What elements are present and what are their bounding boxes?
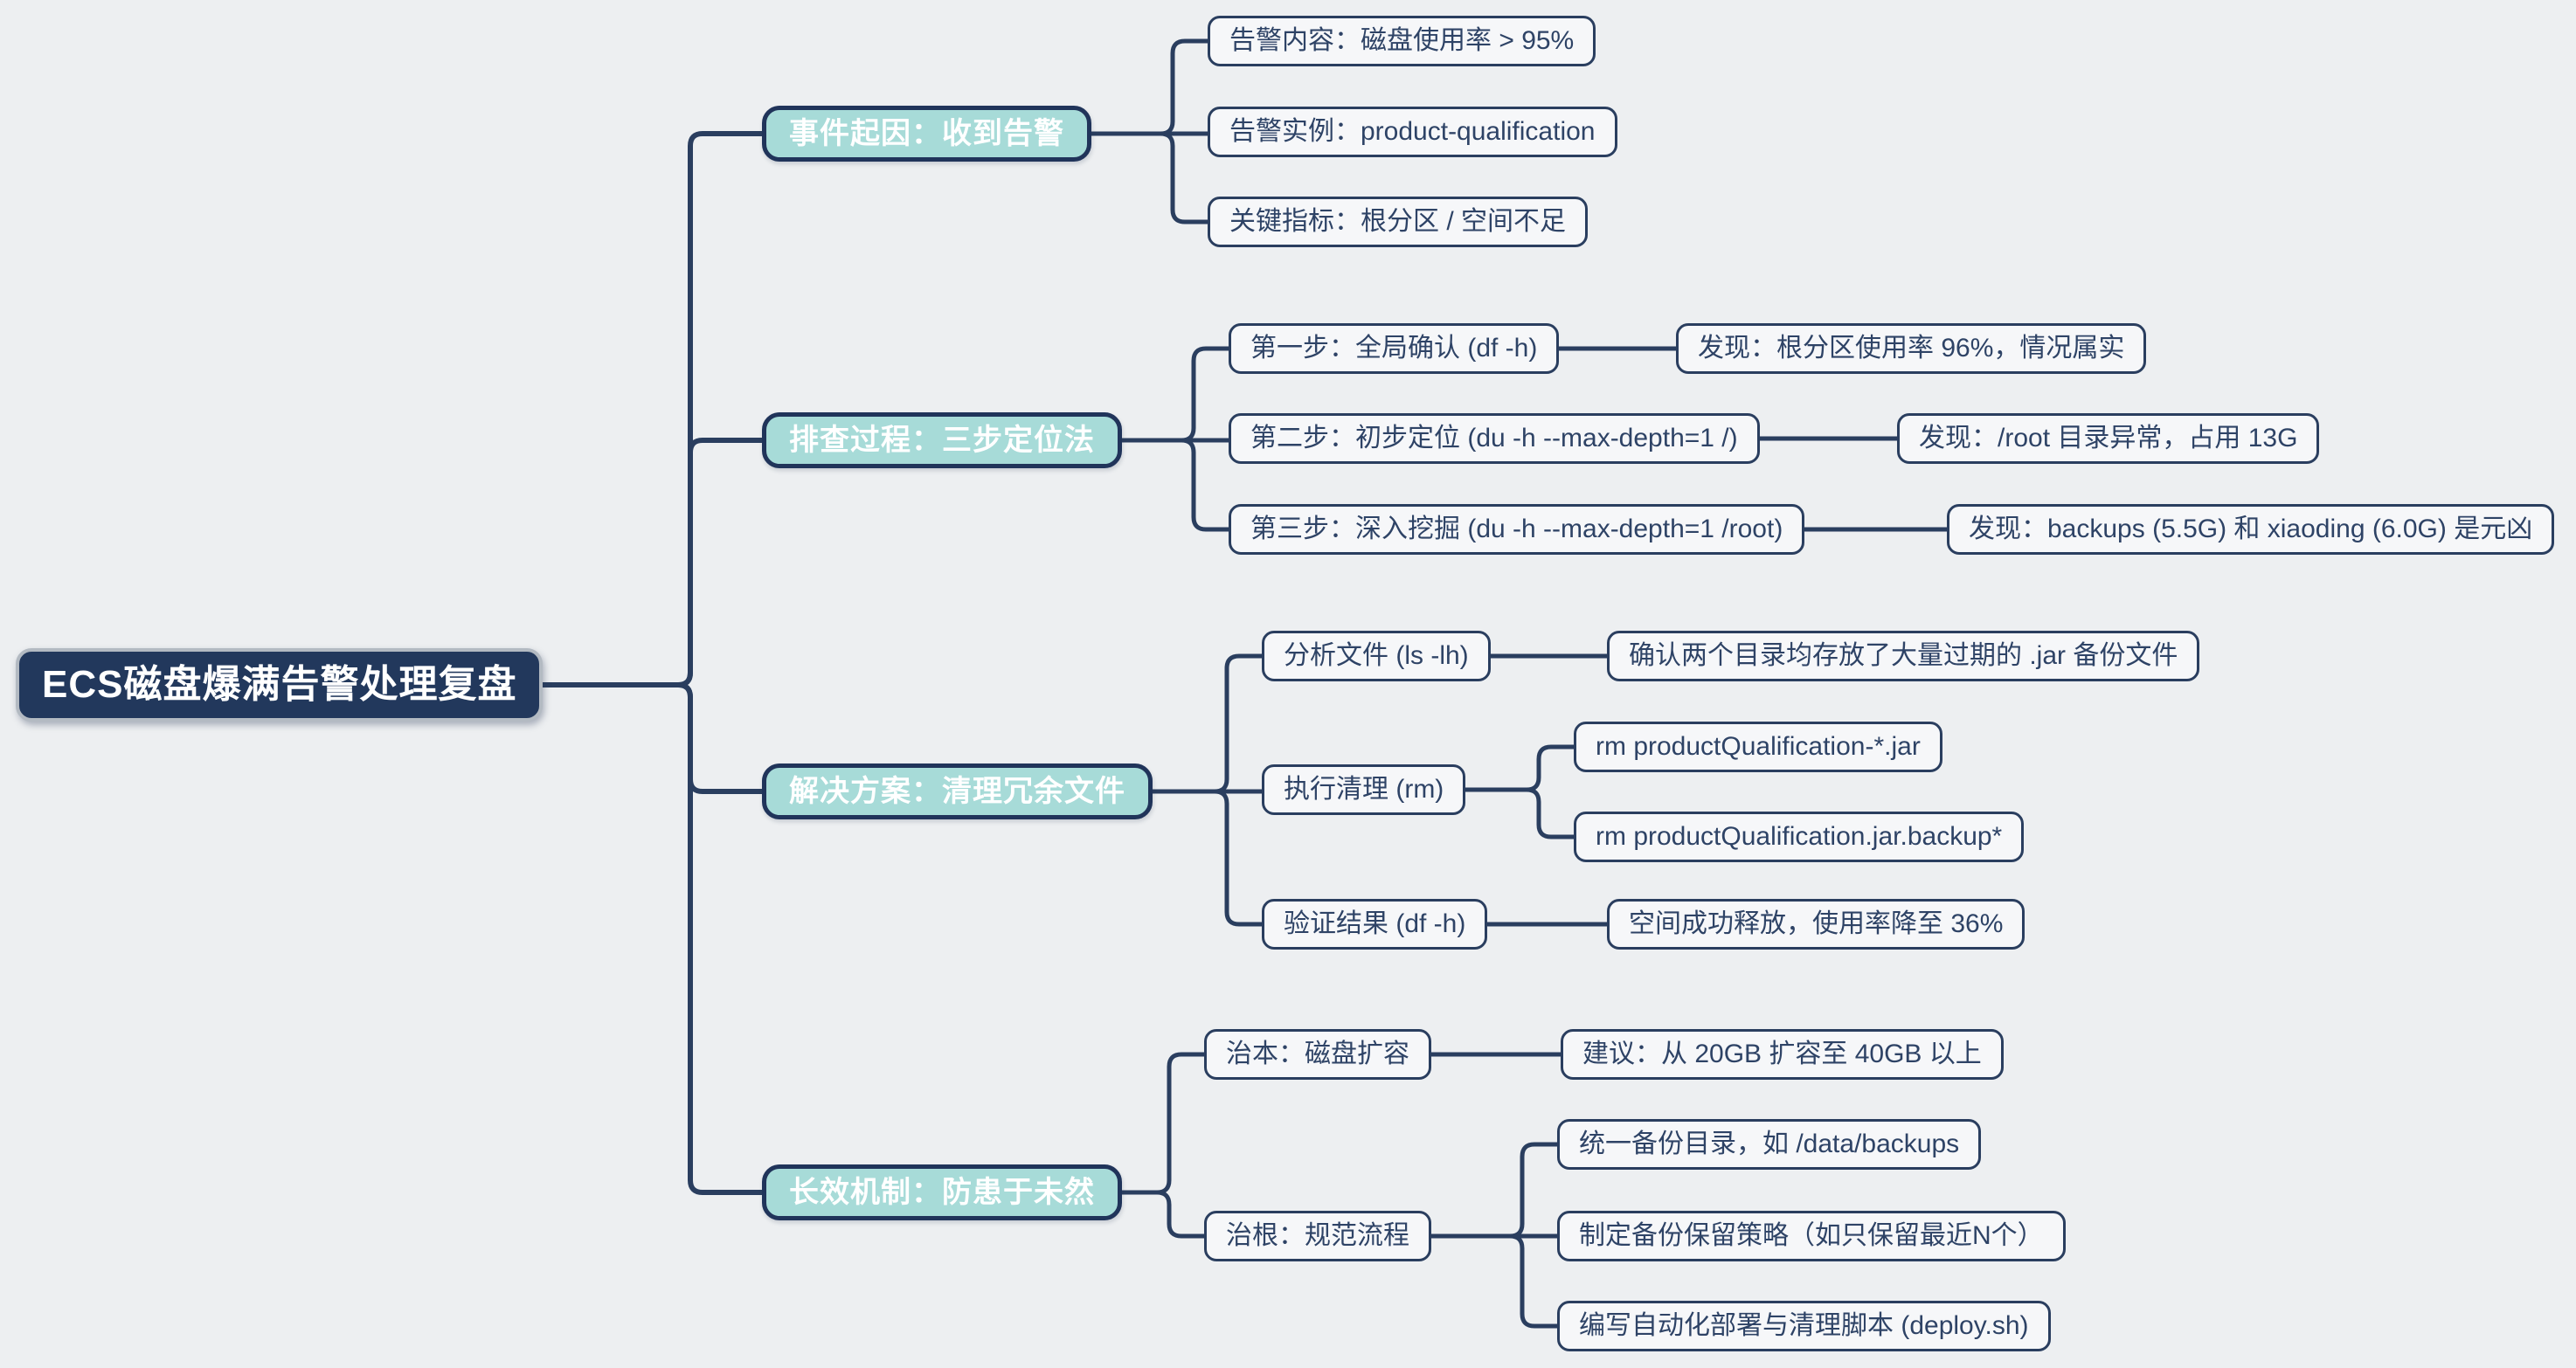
leaf-label: 治根：规范流程 <box>1226 1221 1409 1250</box>
leaf-label: 建议：从 20GB 扩容至 40GB 以上 <box>1582 1040 1982 1068</box>
branch-incident-cause[interactable]: 事件起因：收到告警 <box>762 106 1091 162</box>
root-topic-label: ECS磁盘爆满告警处理复盘 <box>42 663 517 706</box>
leaf-verify-finding[interactable]: 空间成功释放，使用率降至 36% <box>1607 899 2025 950</box>
leaf-label: 确认两个目录均存放了大量过期的 .jar 备份文件 <box>1629 641 2178 670</box>
branch-solution[interactable]: 解决方案：清理冗余文件 <box>762 763 1153 819</box>
leaf-key-metric[interactable]: 关键指标：根分区 / 空间不足 <box>1208 197 1589 247</box>
branch-label: 排查过程：三步定位法 <box>789 424 1095 457</box>
leaf-label: 第三步：深入挖掘 (du -h --max-depth=1 /root) <box>1250 515 1783 543</box>
branch-label: 解决方案：清理冗余文件 <box>789 775 1125 808</box>
leaf-step1-finding[interactable]: 发现：根分区使用率 96%，情况属实 <box>1676 323 2147 374</box>
leaf-step2[interactable]: 第二步：初步定位 (du -h --max-depth=1 /) <box>1229 413 1760 464</box>
leaf-label: 统一备份目录，如 /data/backups <box>1579 1130 1960 1158</box>
leaf-label: 制定备份保留策略（如只保留最近N个） <box>1579 1221 2044 1250</box>
leaf-standardize-process[interactable]: 治根：规范流程 <box>1204 1211 1431 1261</box>
leaf-label: rm productQualification-*.jar <box>1596 732 1921 761</box>
branch-label: 事件起因：收到告警 <box>789 117 1064 150</box>
branch-label: 长效机制：防患于未然 <box>789 1176 1095 1209</box>
leaf-label: 发现：根分区使用率 96%，情况属实 <box>1698 334 2125 363</box>
leaf-label: 第二步：初步定位 (du -h --max-depth=1 /) <box>1250 424 1738 453</box>
leaf-rm-command-2[interactable]: rm productQualification.jar.backup* <box>1574 812 2025 862</box>
branch-investigation[interactable]: 排查过程：三步定位法 <box>762 412 1122 468</box>
leaf-label: 验证结果 (df -h) <box>1284 909 1466 938</box>
leaf-label: 发现：backups (5.5G) 和 xiaoding (6.0G) 是元凶 <box>1969 515 2533 543</box>
leaf-alert-instance[interactable]: 告警实例：product-qualification <box>1208 107 1617 157</box>
leaf-disk-expansion[interactable]: 治本：磁盘扩容 <box>1204 1029 1431 1080</box>
branch-long-term-mechanism[interactable]: 长效机制：防患于未然 <box>762 1164 1122 1220</box>
leaf-retention-policy[interactable]: 制定备份保留策略（如只保留最近N个） <box>1557 1211 2066 1261</box>
leaf-label: 告警内容：磁盘使用率 > 95% <box>1229 26 1575 55</box>
leaf-verify-result[interactable]: 验证结果 (df -h) <box>1262 899 1488 950</box>
leaf-label: 执行清理 (rm) <box>1284 775 1444 804</box>
leaf-label: 关键指标：根分区 / 空间不足 <box>1229 207 1567 236</box>
leaf-step2-finding[interactable]: 发现：/root 目录异常，占用 13G <box>1897 413 2320 464</box>
leaf-label: 告警实例：product-qualification <box>1229 117 1596 146</box>
leaf-run-cleanup[interactable]: 执行清理 (rm) <box>1262 764 1466 815</box>
leaf-analyze-finding[interactable]: 确认两个目录均存放了大量过期的 .jar 备份文件 <box>1607 631 2200 681</box>
leaf-automation-script[interactable]: 编写自动化部署与清理脚本 (deploy.sh) <box>1557 1301 2051 1351</box>
leaf-label: rm productQualification.jar.backup* <box>1596 822 2003 851</box>
leaf-label: 第一步：全局确认 (df -h) <box>1250 334 1538 363</box>
leaf-expansion-advice[interactable]: 建议：从 20GB 扩容至 40GB 以上 <box>1561 1029 2004 1080</box>
leaf-rm-command-1[interactable]: rm productQualification-*.jar <box>1574 722 1942 772</box>
root-topic[interactable]: ECS磁盘爆满告警处理复盘 <box>16 648 544 722</box>
leaf-step3[interactable]: 第三步：深入挖掘 (du -h --max-depth=1 /root) <box>1229 504 1805 555</box>
leaf-label: 空间成功释放，使用率降至 36% <box>1629 909 2004 938</box>
leaf-label: 发现：/root 目录异常，占用 13G <box>1919 424 2298 453</box>
leaf-step3-finding[interactable]: 发现：backups (5.5G) 和 xiaoding (6.0G) 是元凶 <box>1947 504 2555 555</box>
leaf-label: 分析文件 (ls -lh) <box>1284 641 1469 670</box>
leaf-alert-content[interactable]: 告警内容：磁盘使用率 > 95% <box>1208 16 1596 66</box>
leaf-unified-backup-dir[interactable]: 统一备份目录，如 /data/backups <box>1557 1119 1982 1170</box>
leaf-label: 治本：磁盘扩容 <box>1226 1040 1409 1068</box>
leaf-analyze-files[interactable]: 分析文件 (ls -lh) <box>1262 631 1491 681</box>
leaf-step1[interactable]: 第一步：全局确认 (df -h) <box>1229 323 1560 374</box>
leaf-label: 编写自动化部署与清理脚本 (deploy.sh) <box>1579 1311 2029 1340</box>
